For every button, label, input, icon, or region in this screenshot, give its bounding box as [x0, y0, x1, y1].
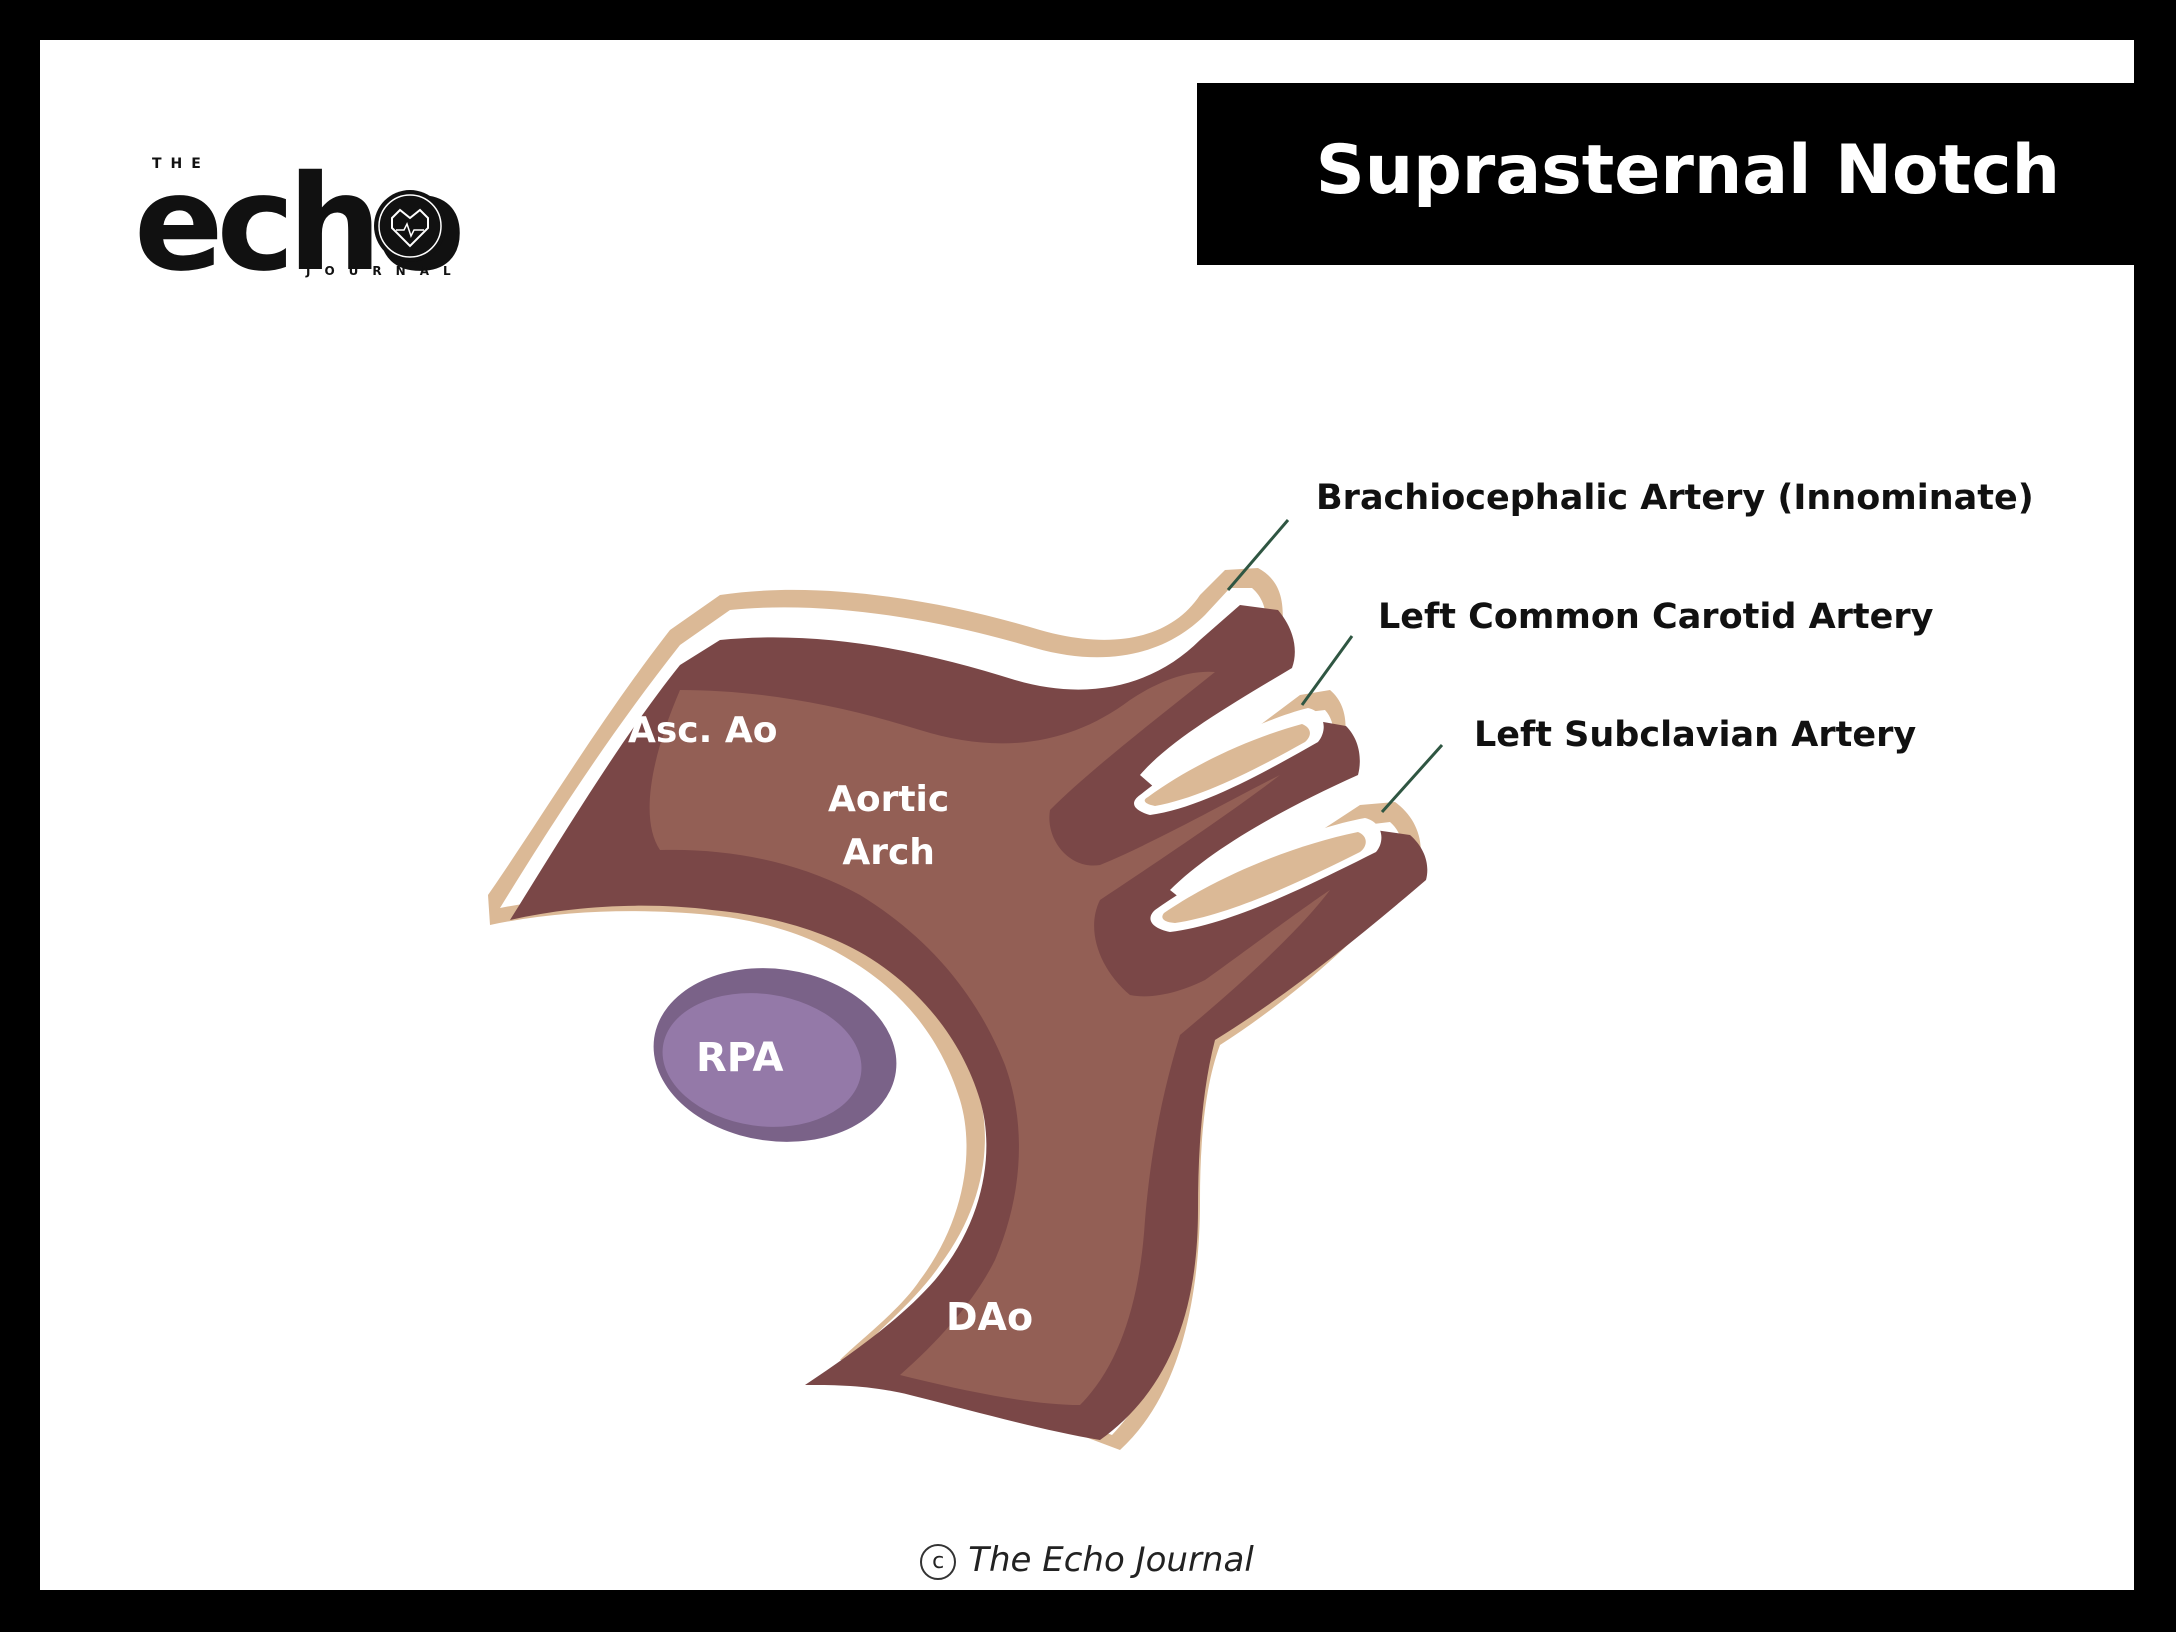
label-aortic-arch: Aortic Arch: [828, 773, 949, 879]
label-aortic-arch-line2: Arch: [842, 832, 935, 873]
label-left-subclavian: Left Subclavian Artery: [1474, 715, 1917, 755]
pointer-left-subclavian: [1380, 743, 1444, 814]
footer-text: The Echo Journal: [968, 1540, 1254, 1580]
title-banner: Suprasternal Notch: [1197, 83, 2134, 265]
diagram-frame: THE echo JOURNAL Suprasternal Notch: [40, 40, 2134, 1590]
logo-journal-text: JOURNAL: [306, 264, 465, 278]
aortic-arch-diagram: [488, 519, 1444, 1450]
footer-credit: c The Echo Journal: [40, 1540, 2134, 1580]
rpa-inner: [662, 993, 862, 1127]
branch-gap-1-tan: [1144, 724, 1310, 806]
copyright-icon: c: [920, 1543, 957, 1580]
label-left-common-carotid: Left Common Carotid Artery: [1378, 597, 1934, 637]
pointer-left-common-carotid: [1300, 635, 1354, 706]
label-dao: DAo: [946, 1295, 1034, 1339]
label-aortic-arch-line1: Aortic: [828, 779, 950, 820]
label-rpa: RPA: [696, 1035, 784, 1081]
page-title: Suprasternal Notch: [1315, 131, 2060, 210]
logo-the-text: THE: [152, 156, 210, 172]
heart-icon: [374, 190, 446, 262]
branch-gap-2-tan: [1162, 832, 1366, 923]
label-asc-ao: Asc. Ao: [628, 710, 778, 751]
pointer-brachiocephalic: [1226, 519, 1290, 591]
vessel-lumen: [649, 671, 1330, 1405]
label-brachiocephalic: Brachiocephalic Artery (Innominate): [1316, 478, 2034, 518]
echo-journal-logo: THE echo JOURNAL: [88, 88, 468, 290]
